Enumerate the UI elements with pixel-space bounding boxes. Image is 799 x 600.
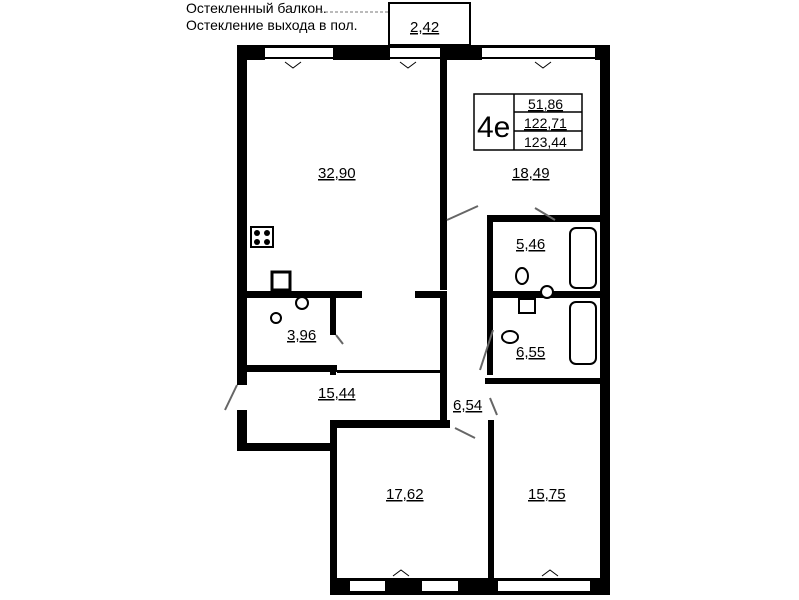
legend-glazed-exit: Остекление выхода в пол. <box>186 17 358 33</box>
area-bath-2: 6,55 <box>516 344 545 361</box>
wc-toilet-icon <box>270 296 309 324</box>
total-area-with-balcony: 123,44 <box>524 134 567 150</box>
apartment-type: 4е <box>477 111 510 144</box>
apartment-info-box: 4е 51,86 122,71 123,44 <box>473 93 583 151</box>
stove-icon <box>250 226 274 248</box>
area-hall: 15,44 <box>318 385 356 402</box>
doors <box>224 205 556 439</box>
area-living-kitchen: 32,90 <box>318 165 356 182</box>
area-corridor: 6,54 <box>453 397 482 414</box>
living-area: 51,86 <box>528 96 563 112</box>
legend-glazed-balcony: Остекленный балкон. <box>186 0 327 16</box>
area-bedroom-ne: 18,49 <box>512 165 550 182</box>
toilet-icon <box>501 267 554 344</box>
walls <box>237 45 610 595</box>
area-wc: 3,96 <box>287 327 316 344</box>
area-bedroom-sw: 17,62 <box>386 486 424 503</box>
area-bath-1: 5,46 <box>516 236 545 253</box>
area-bedroom-se: 15,75 <box>528 486 566 503</box>
sink-icon <box>270 270 292 292</box>
window-marks <box>284 61 559 577</box>
total-area: 122,71 <box>524 115 567 131</box>
bathtub-icon <box>569 227 597 365</box>
area-balcony: 2,42 <box>410 19 439 36</box>
